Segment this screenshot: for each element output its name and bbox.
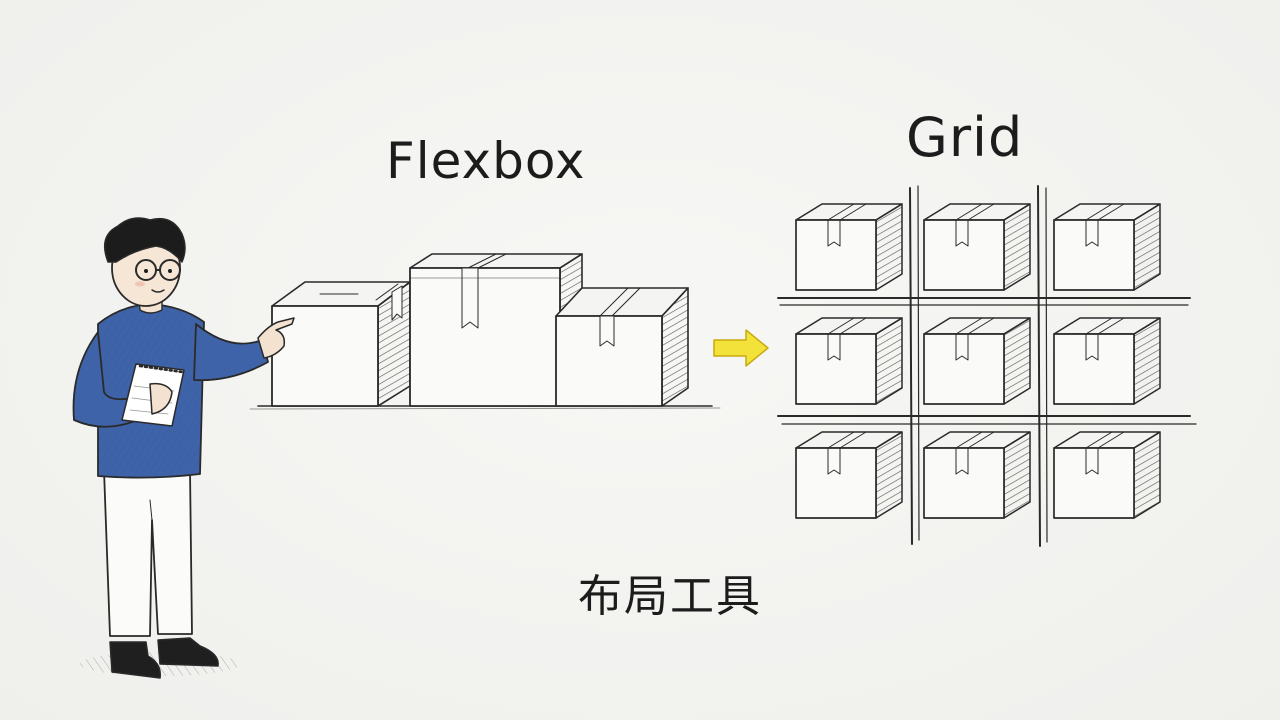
grid-box-3-2 — [923, 431, 1031, 519]
grid-box-2-1 — [795, 317, 903, 405]
flexbox-row — [249, 253, 721, 410]
caption-label: 布局工具 — [578, 571, 762, 622]
grid-box-1-2 — [923, 203, 1031, 291]
grid-box-3-3 — [1053, 431, 1161, 519]
grid-box-2-2 — [923, 317, 1031, 405]
flexbox-box-1 — [271, 281, 411, 407]
grid-layout — [777, 185, 1197, 547]
arrow-right-icon — [713, 329, 769, 367]
grid-box-2-3 — [1053, 317, 1161, 405]
grid-label: Grid — [906, 106, 1024, 169]
grid-box-3-1 — [795, 431, 903, 519]
grid-box-1-1 — [795, 203, 903, 291]
grid-box-1-3 — [1053, 203, 1161, 291]
flexbox-box-3 — [555, 287, 689, 407]
person-illustration — [72, 217, 295, 679]
flexbox-label: Flexbox — [386, 132, 586, 190]
grid-boxes — [795, 203, 1161, 519]
